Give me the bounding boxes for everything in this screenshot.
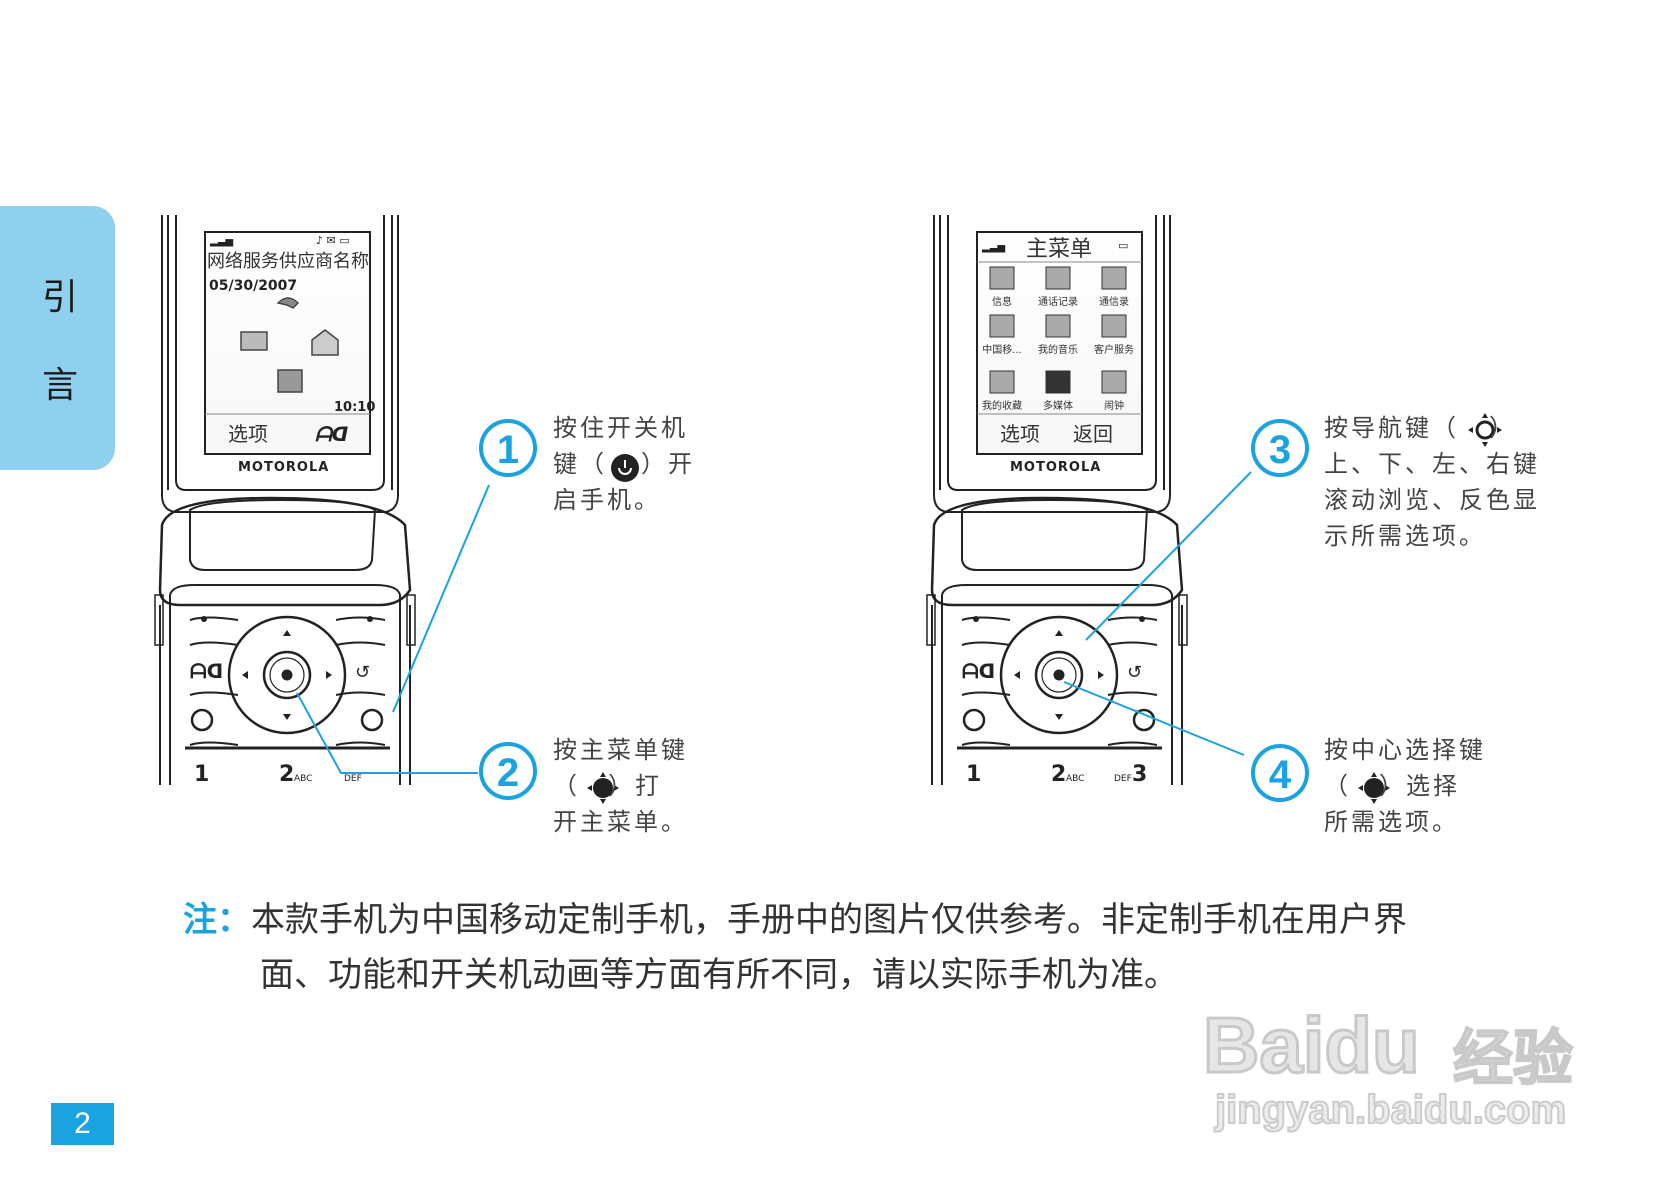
menu-item-label: 我的收藏 — [982, 399, 1022, 412]
step-4-text: 按中心选择键 （）选择 所需选项。 — [1324, 736, 1486, 836]
menu-icon[interactable] — [1045, 370, 1071, 394]
menu-key-icon — [587, 772, 619, 804]
step-badges: 1 2 3 4 — [479, 419, 1309, 802]
chapter-tab-char-1: 引 — [41, 277, 78, 318]
menu-icon[interactable] — [989, 370, 1015, 394]
chapter-tab: 引 言 — [0, 206, 115, 470]
step-4-number: 4 — [1269, 753, 1292, 797]
step-2-text: 按主菜单键 （）打 开主菜单。 — [553, 736, 688, 836]
key-2: 2 — [279, 762, 294, 787]
menu-icon[interactable] — [1045, 314, 1071, 338]
watermark-cn: 经验 — [1452, 1023, 1574, 1095]
step-1-text: 按住开关机 键（）开 启手机。 — [553, 414, 695, 514]
nav-key-icon — [1468, 413, 1502, 447]
step-1-number: 1 — [497, 428, 519, 472]
menu-icon[interactable] — [1045, 266, 1071, 290]
svg-text:↺: ↺ — [355, 662, 370, 683]
menu-icon[interactable] — [989, 314, 1015, 338]
phone-call-icon — [276, 297, 300, 309]
power-key-icon — [611, 454, 639, 482]
menu-item-label: 客户服务 — [1094, 343, 1134, 356]
soft-right-label-2: 返回 — [1073, 422, 1113, 446]
note-line-1: 本款手机为中国移动定制手机，手册中的图片仅供参考。非定制手机在用户界 — [251, 900, 1407, 940]
page-number: 2 — [51, 1103, 114, 1145]
key-3-2: 3 — [1132, 762, 1147, 787]
soft-left-label-2: 选项 — [1000, 422, 1040, 446]
brand-logo-2: MOTOROLA — [1010, 460, 1101, 475]
battery-icon: ▭ — [1118, 239, 1128, 252]
key-2-sub-2: ABC — [1066, 774, 1084, 784]
screen-time: 10:10 — [334, 400, 375, 415]
key-2-2: 2 — [1051, 762, 1066, 787]
menu-item-label: 多媒体 — [1043, 399, 1073, 412]
key-1-2: 1 — [966, 762, 981, 787]
key-1: 1 — [194, 762, 209, 787]
brand-logo: MOTOROLA — [238, 460, 329, 475]
menu-item-label: 闹钟 — [1104, 399, 1124, 412]
menu-icon[interactable] — [989, 266, 1015, 290]
signal-icon-2: ▂▃▅ — [981, 242, 1005, 253]
menu-item-label: 我的音乐 — [1038, 343, 1078, 356]
watermark-brand: Baidu — [1202, 1000, 1422, 1091]
screen-date: 05/30/2007 — [209, 278, 297, 294]
step-3-number: 3 — [1269, 428, 1291, 472]
select-key-icon — [1358, 772, 1390, 804]
menu-icon[interactable] — [1101, 266, 1127, 290]
note-paragraph: 注：本款手机为中国移动定制手机，手册中的图片仅供参考。非定制手机在用户界 面、功… — [183, 893, 1563, 1003]
soft-left-label: 选项 — [228, 422, 268, 446]
menu-title: 主菜单 — [1026, 237, 1092, 262]
mobile-logo-icon: ᗩᗡ — [315, 422, 349, 446]
step-2-number: 2 — [497, 751, 519, 795]
svg-text:ᗩᗡ: ᗩᗡ — [190, 659, 223, 683]
note-label: 注： — [183, 900, 251, 940]
callout-lines — [296, 471, 1252, 774]
signal-icon: ▂▃▅ — [209, 236, 233, 247]
menu-item-label: 通信录 — [1099, 296, 1129, 308]
status-icons: ♪ ✉ ▭ — [316, 234, 350, 247]
screen-title: 网络服务供应商名称 — [207, 251, 369, 272]
menu-item-label: 信息 — [992, 295, 1012, 308]
step-3-text: 按导航键（） 上、下、左、右键 滚动浏览、反色显 示所需选项。 — [1324, 414, 1540, 550]
menu-icon[interactable] — [1101, 370, 1127, 394]
phone-1: ᗩᗡ ↺ — [154, 215, 416, 785]
chapter-tab-char-2: 言 — [41, 365, 78, 406]
svg-text:↺: ↺ — [1127, 662, 1142, 683]
menu-icon[interactable] — [1101, 314, 1127, 338]
note-line-2: 面、功能和开关机动画等方面有所不同，请以实际手机为准。 — [260, 955, 1178, 995]
folder-icon — [240, 331, 268, 351]
menu-item-label: 通话记录 — [1038, 296, 1078, 308]
contacts-icon — [277, 369, 303, 393]
mail-icon — [311, 329, 339, 356]
menu-item-label: 中国移... — [982, 343, 1022, 356]
svg-text:ᗩᗡ: ᗩᗡ — [962, 659, 995, 683]
watermark-url: jingyan.baidu.com — [1214, 1087, 1567, 1133]
key-3-sub-2: DEF — [1114, 774, 1132, 784]
key-2-sub: ABC — [294, 774, 312, 784]
baidu-watermark: Baidu 经验 jingyan.baidu.com — [1202, 980, 1603, 1140]
desktop-icons — [240, 297, 339, 393]
key-3-sub: DEF — [344, 774, 362, 784]
